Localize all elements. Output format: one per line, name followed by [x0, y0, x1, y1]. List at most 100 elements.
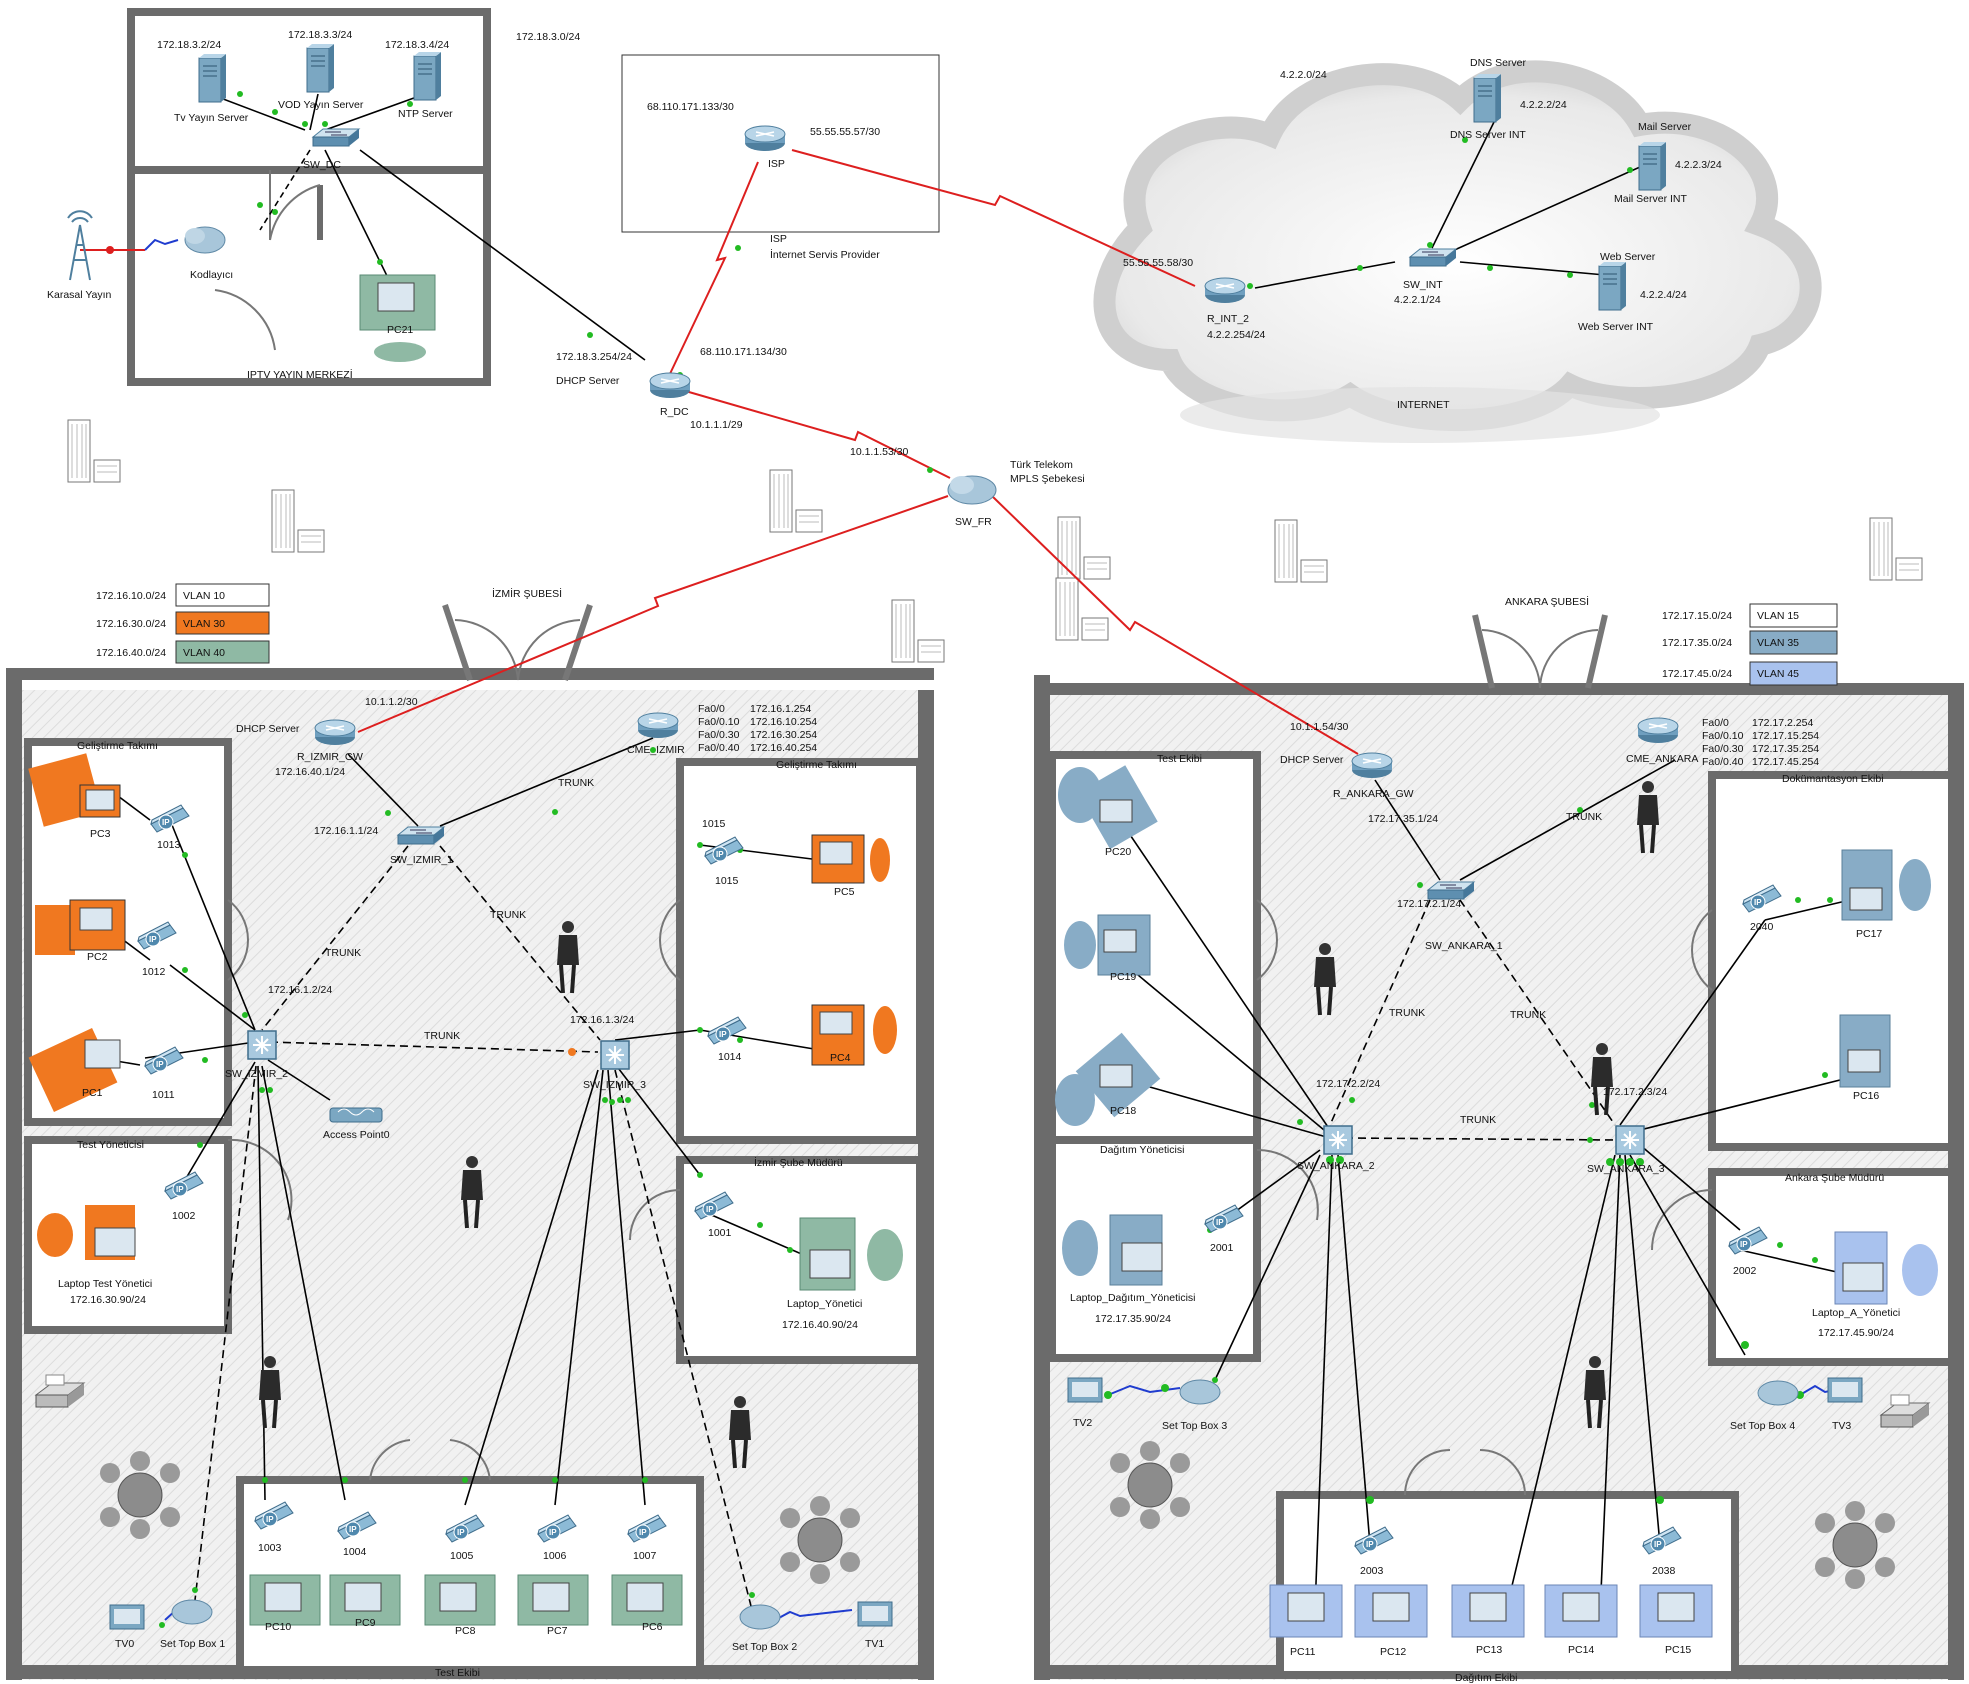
wan-links — [357, 149, 1359, 755]
pc15-icon[interactable] — [1639, 1584, 1713, 1638]
pc4-icon[interactable] — [811, 1004, 897, 1066]
ntp-server-icon[interactable] — [413, 51, 442, 101]
mpls-label-1: Türk Telekom — [1010, 459, 1073, 471]
pc9-label: PC9 — [355, 1617, 376, 1629]
phone-1006-label: 1006 — [543, 1550, 567, 1562]
vlan45-box — [1749, 661, 1838, 686]
dns-server-icon[interactable] — [1473, 73, 1502, 123]
r-izmir-lan-ip: 172.16.40.1/24 — [275, 766, 345, 778]
room-test-yoneticisi: Test Yöneticisi — [77, 1139, 144, 1151]
stb4-cloud-icon[interactable] — [1757, 1380, 1799, 1406]
an-subif-1-ip: 172.17.15.254 — [1752, 730, 1819, 742]
pc12-icon[interactable] — [1354, 1584, 1428, 1638]
stb3-cloud-icon[interactable] — [1179, 1379, 1221, 1405]
laptop-test-ip: 172.16.30.90/24 — [70, 1294, 146, 1306]
isp-box-title: ISP — [770, 233, 787, 245]
phone-1011-label: 1011 — [152, 1089, 175, 1101]
sw-izmir1-icon[interactable] — [397, 826, 445, 845]
sw-izmir2-label: SW_IZMIR_2 — [225, 1068, 288, 1080]
sw-int-icon[interactable] — [1409, 248, 1457, 267]
room-dagitim-ekibi: Dağıtım Ekibi — [1455, 1672, 1517, 1684]
pc6-icon[interactable] — [611, 1574, 683, 1626]
pc17-icon[interactable] — [1841, 849, 1931, 921]
pc10-icon[interactable] — [249, 1574, 321, 1626]
kodlayici-label: Kodlayıcı — [190, 269, 233, 281]
laptop-test-yonetici-icon[interactable] — [37, 1205, 136, 1260]
stb2-cloud-icon[interactable] — [739, 1604, 781, 1630]
tv2-icon[interactable] — [1067, 1377, 1103, 1403]
vlan15-box — [1749, 603, 1838, 628]
laptop-a-yonetici-icon[interactable] — [1834, 1231, 1938, 1305]
an-subif-0-if: Fa0/0 — [1702, 717, 1729, 729]
r-dc-router-icon[interactable] — [649, 372, 691, 399]
vod-server-icon[interactable] — [306, 43, 335, 93]
laptop-test-label: Laptop Test Yönetici — [58, 1278, 152, 1290]
pc8-icon[interactable] — [424, 1574, 496, 1626]
pc16-icon[interactable] — [1839, 1014, 1891, 1088]
cme-ankara-router-icon[interactable] — [1637, 717, 1679, 744]
kodlayici-cloud-icon[interactable] — [184, 226, 226, 254]
cme-izmir-router-icon[interactable] — [637, 712, 679, 739]
karasal-antenna-icon[interactable] — [67, 210, 93, 281]
isp-right-ip: 55.55.55.57/30 — [810, 126, 880, 138]
sw-ankara3-ip: 172.17.2.3/24 — [1603, 1086, 1667, 1098]
pc1-icon[interactable] — [28, 1028, 121, 1112]
link-rdc-fr — [681, 389, 951, 479]
phone-2038-label: 2038 — [1652, 1565, 1676, 1577]
room-dagitim-yoneticisi: Dağıtım Yöneticisi — [1100, 1144, 1184, 1156]
pc13-icon[interactable] — [1451, 1584, 1525, 1638]
pc19-icon[interactable] — [1064, 914, 1151, 976]
rint-lan-ip: 4.2.2.254/24 — [1207, 329, 1266, 341]
internet-label: INTERNET — [1397, 399, 1450, 411]
room-gelistirme-right: Geliştirme Takımı — [776, 759, 857, 771]
an-subif-3-if: Fa0/0.40 — [1702, 756, 1744, 768]
lan-links — [109, 93, 1861, 1616]
sw-izmir2-icon[interactable] — [247, 1030, 277, 1060]
phone-1007-label: 1007 — [633, 1550, 657, 1562]
pc14-icon[interactable] — [1544, 1584, 1618, 1638]
r-ankara-router-icon[interactable] — [1351, 752, 1393, 779]
tv1-icon[interactable] — [857, 1601, 893, 1627]
cme-izmir-label: CME_IZMIR — [627, 744, 685, 756]
phone-1013-label: 1013 — [157, 839, 181, 851]
laptop-dagitim-yoneticisi-icon[interactable] — [1062, 1214, 1163, 1286]
vlan40-name: VLAN 40 — [183, 647, 225, 659]
r-ankara-label: R_ANKARA_GW — [1333, 788, 1414, 800]
pc9-icon[interactable] — [329, 1574, 401, 1626]
pc2-icon[interactable] — [35, 899, 126, 955]
sw-izmir3-icon[interactable] — [600, 1040, 630, 1070]
pc18-icon[interactable] — [1055, 1032, 1161, 1126]
building-icon — [271, 489, 325, 553]
dc-dhcp-label: DHCP Server — [556, 375, 620, 387]
tv0-icon[interactable] — [109, 1604, 145, 1630]
sw-ankara3-icon[interactable] — [1615, 1125, 1645, 1155]
pc21-label: PC21 — [387, 324, 413, 336]
tv-server-icon[interactable] — [198, 53, 227, 103]
room-an-test-ekibi: Test Ekibi — [1157, 753, 1202, 765]
pc3-icon[interactable] — [28, 753, 121, 827]
sw-fr-cloud-icon[interactable] — [947, 475, 997, 505]
sw-ankara2-icon[interactable] — [1323, 1125, 1353, 1155]
pc7-icon[interactable] — [517, 1574, 589, 1626]
laptop-yonetici-ip: 172.16.40.90/24 — [782, 1319, 858, 1331]
isp-router-icon[interactable] — [744, 125, 786, 152]
mail-server-icon[interactable] — [1638, 141, 1667, 191]
stb1-cloud-icon[interactable] — [171, 1599, 213, 1625]
phone-1003-label: 1003 — [258, 1542, 282, 1554]
r-int2-router-icon[interactable] — [1204, 277, 1246, 304]
iz-subif-0-if: Fa0/0 — [698, 703, 725, 715]
web-server-icon[interactable] — [1598, 261, 1627, 311]
r-izmir-router-icon[interactable] — [314, 719, 356, 746]
pc11-icon[interactable] — [1269, 1584, 1343, 1638]
sw-ankara1-icon[interactable] — [1427, 881, 1475, 900]
pc21-icon[interactable] — [359, 274, 436, 362]
sw-dc-icon[interactable] — [312, 128, 360, 147]
vlan35-net: 172.17.35.0/24 — [1662, 637, 1732, 649]
iz-subif-0-ip: 172.16.1.254 — [750, 703, 811, 715]
access-point-icon[interactable] — [329, 1107, 383, 1123]
sw-int-label: SW_INT — [1403, 279, 1443, 291]
tv3-icon[interactable] — [1827, 1377, 1863, 1403]
pc5-icon[interactable] — [811, 834, 890, 884]
pc20-icon[interactable] — [1058, 765, 1158, 850]
laptop-yonetici-icon[interactable] — [799, 1217, 903, 1291]
